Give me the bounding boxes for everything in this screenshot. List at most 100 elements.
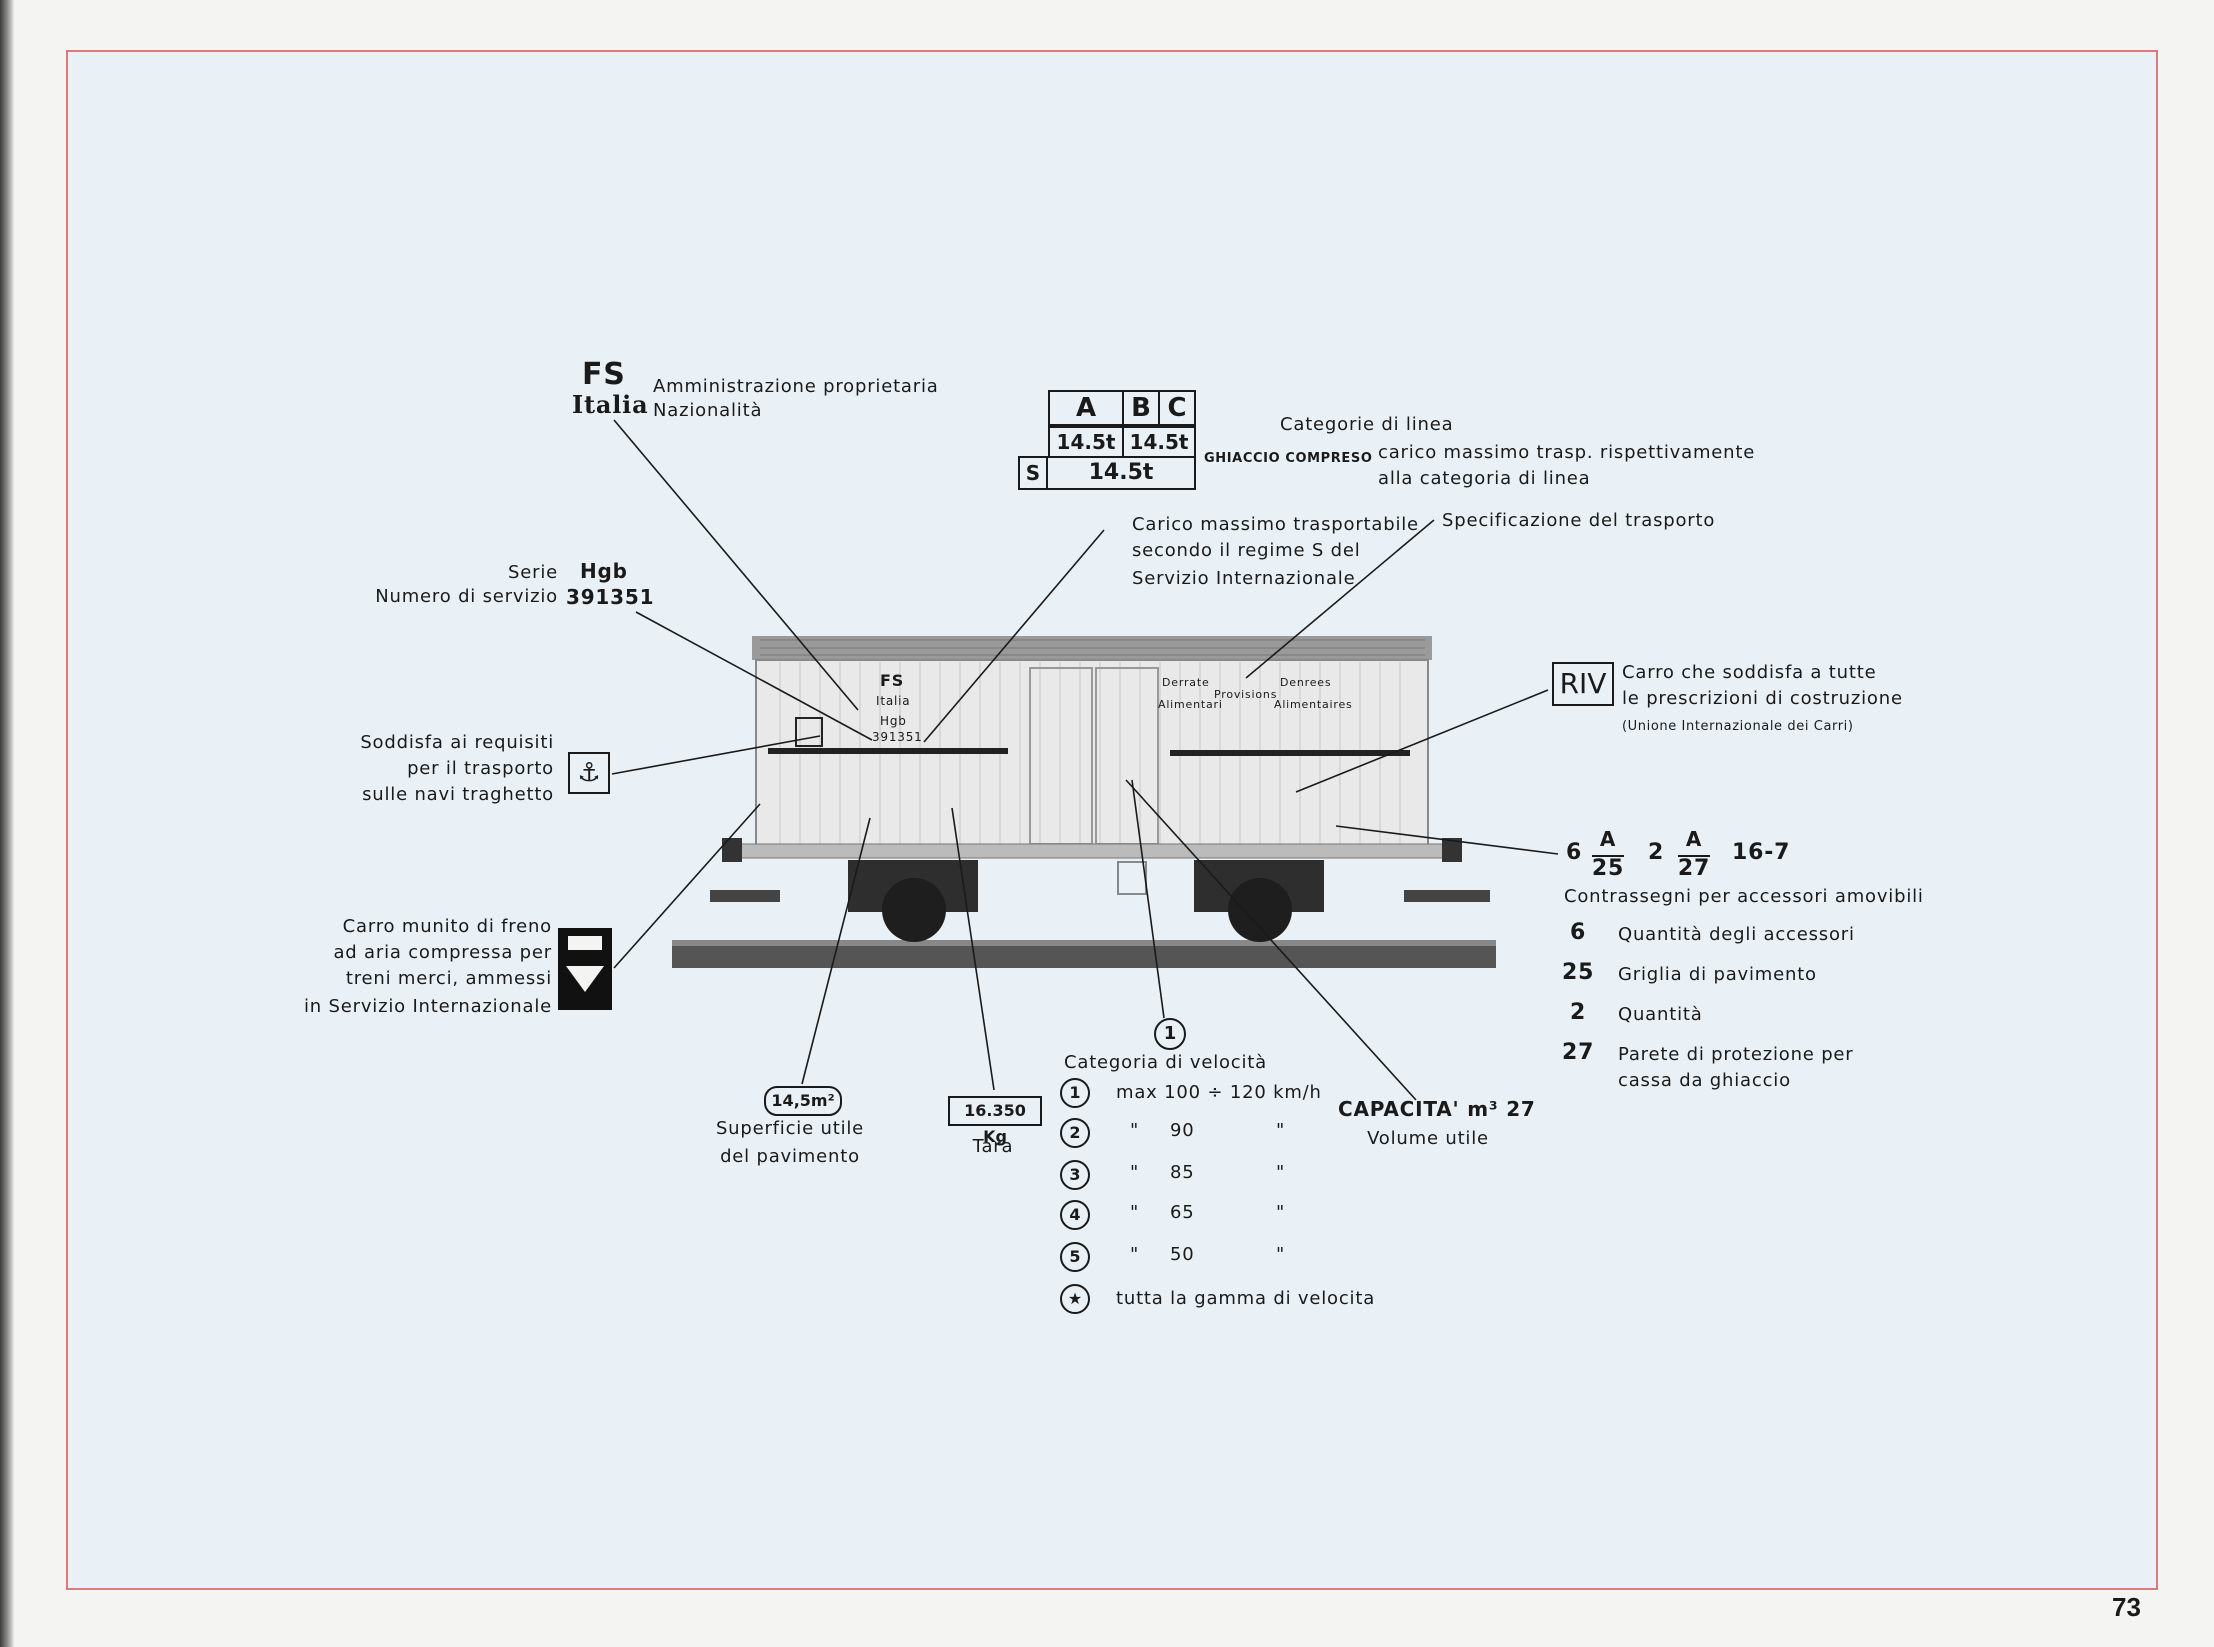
capacity-sub: Volume utile <box>1367 1128 1489 1149</box>
acc-frac-bar-1 <box>1592 855 1624 857</box>
acc-den-1: 25 <box>1591 856 1625 881</box>
acc-den-2: 27 <box>1677 856 1711 881</box>
floor-desc-2: del pavimento <box>720 1146 860 1167</box>
load-bc-value: 14.5t <box>1122 426 1196 458</box>
brake-desc-3: treni merci, ammessi <box>345 968 552 989</box>
acc-extra: 16-7 <box>1732 840 1791 865</box>
load-s-label: S <box>1018 456 1048 490</box>
buffer-left <box>722 838 742 862</box>
speed-ditto-3: " <box>1130 1162 1140 1183</box>
series-label: Serie <box>508 562 558 583</box>
acc-legend-desc-3: Quantità <box>1618 1004 1703 1025</box>
speed-sym-5: 5 <box>1060 1242 1090 1272</box>
acc-legend-key-3: 2 <box>1570 1000 1587 1025</box>
brake-desc-2: ad aria compressa per <box>333 942 552 963</box>
load-col-b: B <box>1122 390 1160 426</box>
wagon-hgb: Hgb <box>880 714 907 728</box>
anchor-icon: ⚓ <box>568 752 610 794</box>
acc-num-2: A <box>1685 827 1703 851</box>
speed-title: Categoria di velocità <box>1064 1052 1267 1073</box>
speed-ditto-4: " <box>1130 1202 1140 1223</box>
line-cat-desc2: alla categoria di linea <box>1378 468 1591 489</box>
load-a-value: 14.5t <box>1048 426 1124 458</box>
wagon-alimentaires: Alimentaires <box>1274 698 1353 711</box>
ferry-desc-3: sulle navi traghetto <box>362 784 554 805</box>
riv-desc-3: (Unione Internazionale dei Carri) <box>1622 719 1854 734</box>
acc-num-1: A <box>1599 827 1617 851</box>
tare-label: Tara <box>972 1136 1014 1157</box>
speed-marker: 1 <box>1154 1018 1186 1050</box>
max-load-s-1: Carico massimo trasportabile <box>1132 514 1419 535</box>
acc-frac-bar-2 <box>1678 855 1710 857</box>
wagon-italia: Italia <box>876 694 911 708</box>
wagon-band-right <box>1170 750 1410 756</box>
owner-admin-label: Amministrazione proprietaria <box>653 376 939 397</box>
wagon-underframe <box>739 843 1445 859</box>
acc-qty-2: 2 <box>1648 840 1665 865</box>
wagon-derrate: Derrate <box>1162 676 1210 689</box>
riv-desc-1: Carro che soddisfa a tutte <box>1622 662 1877 683</box>
riv-desc-2: le prescrizioni di costruzione <box>1622 688 1903 709</box>
speed-val-2: 90 <box>1170 1120 1195 1141</box>
speed-sym-2: 2 <box>1060 1118 1090 1148</box>
ice-label: GHIACCIO COMPRESO <box>1204 451 1373 466</box>
page-number: 73 <box>2112 1592 2141 1622</box>
load-col-a: A <box>1048 390 1124 426</box>
floor-area-badge: 14,5m² <box>764 1086 842 1116</box>
leader-lines <box>611 419 1559 1101</box>
acc-legend-key-2: 25 <box>1562 960 1595 985</box>
acc-legend-desc-4: Parete di protezione per <box>1618 1044 1854 1065</box>
line-cat-title: Categorie di linea <box>1280 414 1454 435</box>
wagon-alimentari: Alimentari <box>1158 698 1223 711</box>
speed-sym-3: 3 <box>1060 1160 1090 1190</box>
load-s-value: 14.5t <box>1046 456 1196 490</box>
floor-desc-1: Superficie utile <box>715 1118 865 1139</box>
acc-legend-desc-1: Quantità degli accessori <box>1618 924 1855 945</box>
speed-ditto-5: " <box>1130 1244 1140 1265</box>
max-load-s-2: secondo il regime S del <box>1132 540 1361 561</box>
load-col-c: C <box>1158 390 1196 426</box>
wheel-left <box>882 878 946 942</box>
wagon-provisions: Provisions <box>1214 688 1278 701</box>
coupling-right <box>1404 890 1490 902</box>
max-load-s-3: Servizio Internazionale <box>1132 568 1356 589</box>
step <box>1117 861 1147 895</box>
series-code: Hgb <box>580 559 628 583</box>
speed-sym-4: 4 <box>1060 1200 1090 1230</box>
ferry-desc-1: Soddisfa ai requisiti <box>360 732 554 753</box>
speed-val-4: 65 <box>1170 1202 1195 1223</box>
wagon-band-left <box>768 748 1008 754</box>
speed-ditto-2: " <box>1130 1120 1140 1141</box>
acc-legend-key-4: 27 <box>1562 1040 1595 1065</box>
speed-sym-1: 1 <box>1060 1078 1090 1108</box>
speed-ditto2-4: " <box>1276 1202 1286 1223</box>
speed-val-3: 85 <box>1170 1162 1195 1183</box>
acc-title: Contrassegni per accessori amovibili <box>1564 886 1924 907</box>
transport-spec: Specificazione del trasporto <box>1442 510 1716 531</box>
speed-ditto2-2: " <box>1276 1120 1286 1141</box>
acc-legend-desc-4b: cassa da ghiaccio <box>1618 1070 1791 1091</box>
load-table: A B C <box>1048 390 1196 426</box>
buffer-right <box>1442 838 1462 862</box>
speed-val-5: 50 <box>1170 1244 1195 1265</box>
owner-nation-label: Nazionalità <box>653 400 763 421</box>
roof-ribs <box>760 639 1425 656</box>
acc-legend-desc-2: Griglia di pavimento <box>1618 964 1817 985</box>
speed-val-all: tutta la gamma di velocita <box>1116 1288 1376 1309</box>
owner-code: FS <box>582 357 626 392</box>
service-number-label: Numero di servizio <box>375 586 558 607</box>
wagon-denrees: Denrees <box>1280 676 1332 689</box>
wagon-fs: FS <box>880 671 905 690</box>
wagon-number: 391351 <box>872 730 923 744</box>
brake-desc-1: Carro munito di freno <box>342 916 552 937</box>
service-number: 391351 <box>566 585 655 609</box>
wagon-ferry-mark <box>795 717 823 747</box>
brake-desc-4: in Servizio Internazionale <box>303 996 552 1017</box>
speed-ditto2-5: " <box>1276 1244 1286 1265</box>
coupling-left <box>710 890 780 902</box>
tare-badge: 16.350 Kg <box>948 1096 1042 1146</box>
rail-top <box>672 940 1496 946</box>
ferry-desc-2: per il trasporto <box>407 758 554 779</box>
acc-legend-key-1: 6 <box>1570 920 1587 945</box>
